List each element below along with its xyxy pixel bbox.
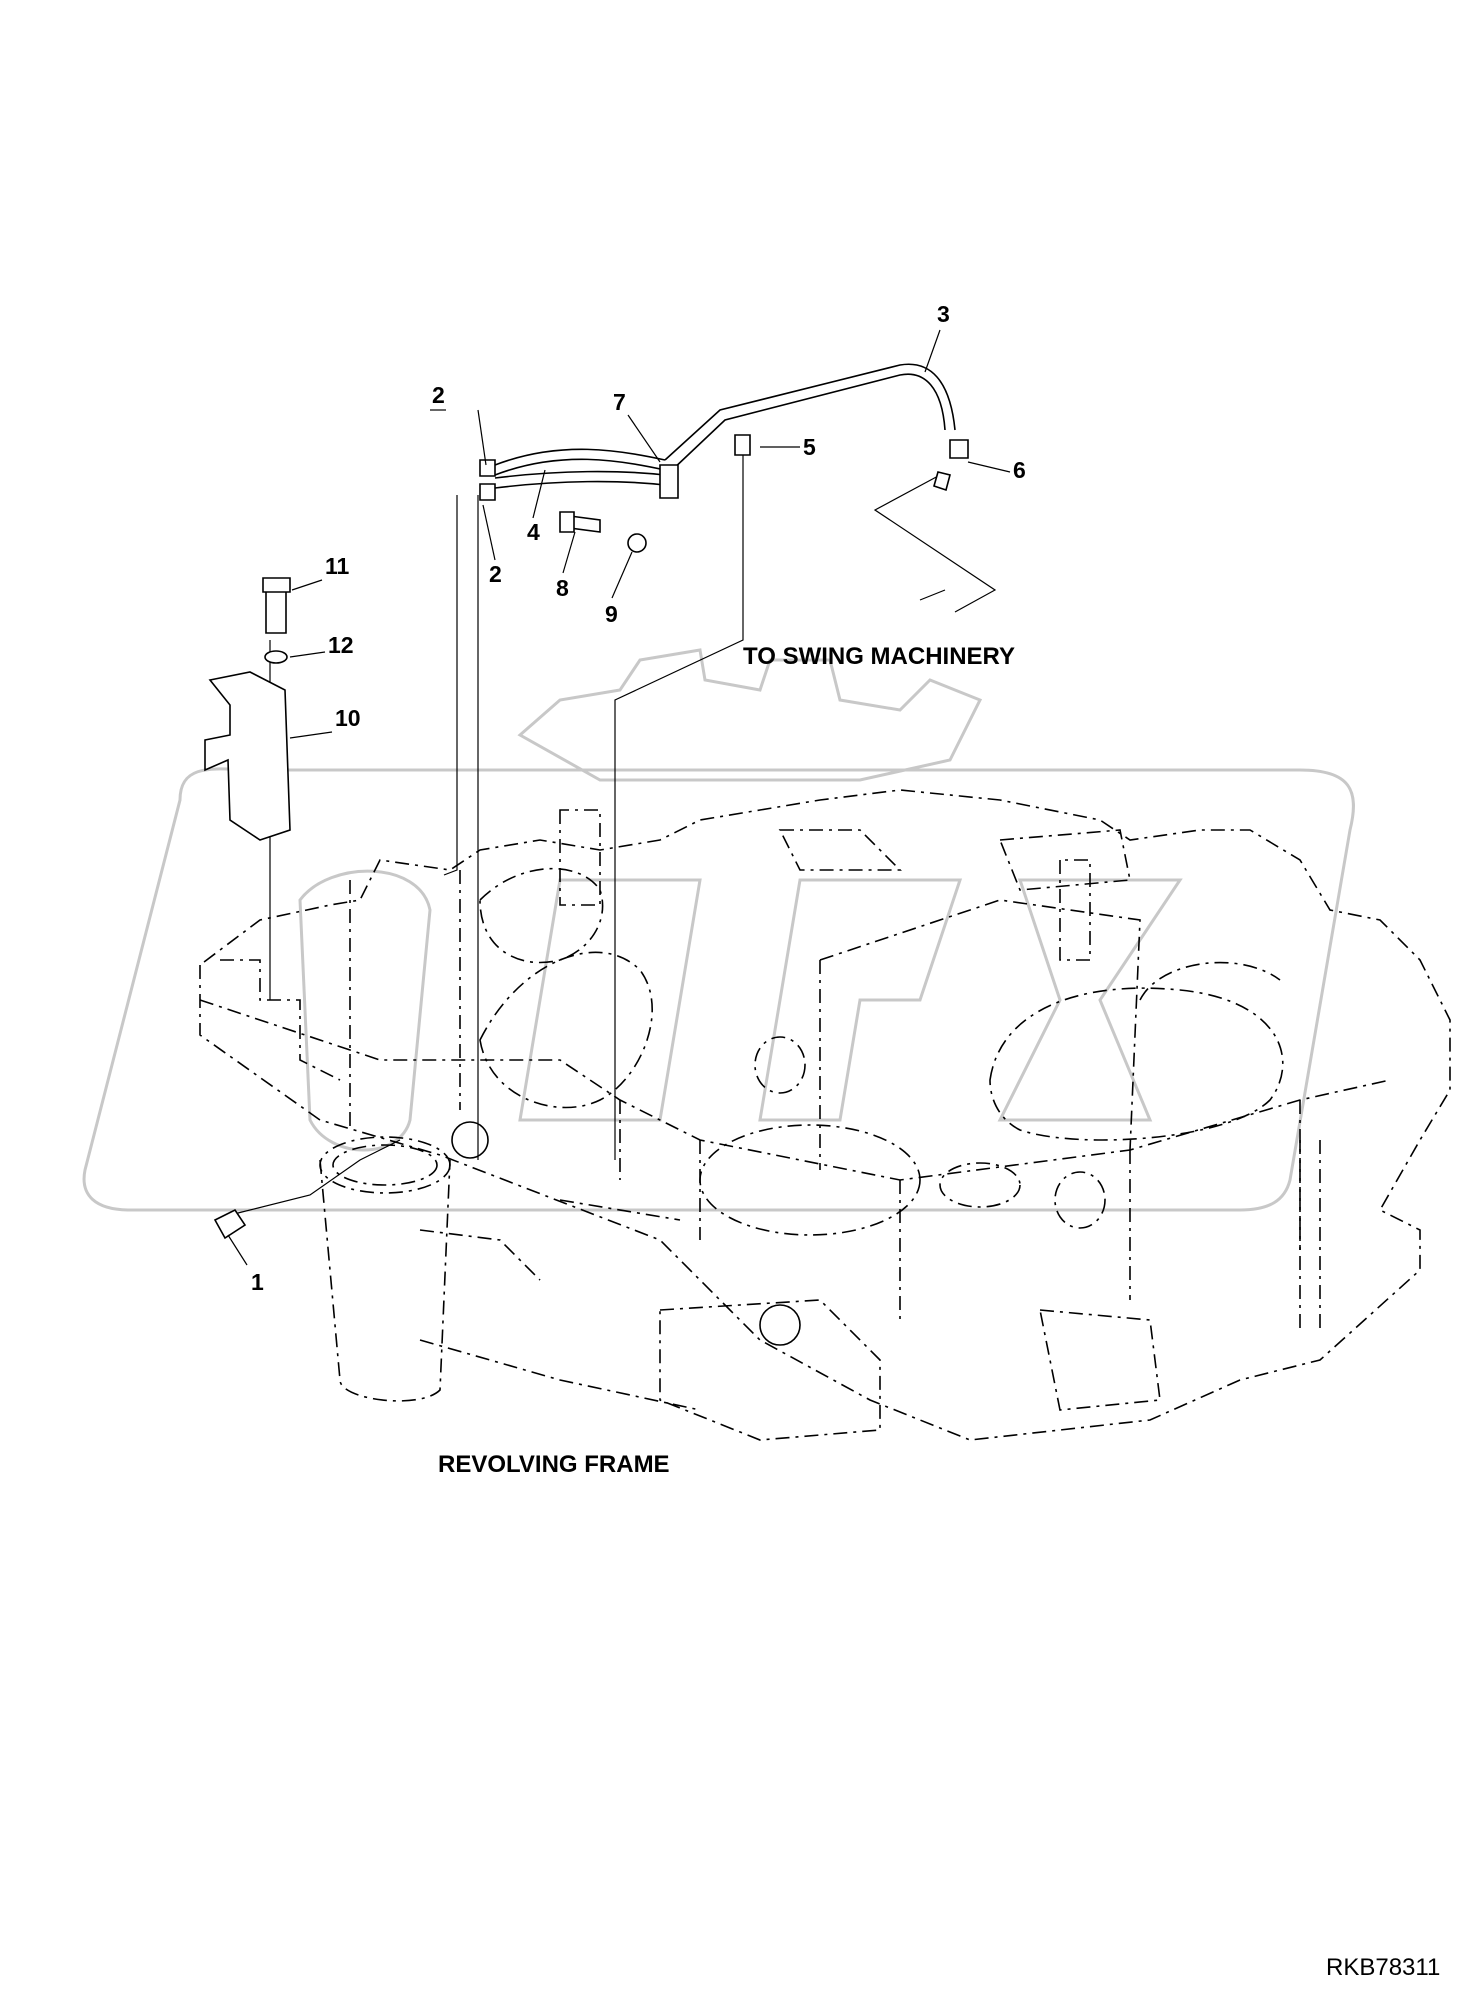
callout-labels: 1 2 2 3 4 5 6 7 8 9 10 11 12 xyxy=(227,301,1026,1295)
callout-7: 7 xyxy=(613,389,626,415)
callout-8: 8 xyxy=(556,575,569,601)
to-swing-machinery-label: TO SWING MACHINERY xyxy=(743,643,1015,670)
drawing-reference: RKB78311 xyxy=(1326,1954,1440,1981)
callout-5: 5 xyxy=(803,434,816,460)
hose-assembly xyxy=(204,363,969,1240)
revolving-frame-label: REVOLVING FRAME xyxy=(438,1451,670,1478)
callout-12: 12 xyxy=(328,632,354,658)
callout-2-upper: 2 xyxy=(432,382,445,408)
callout-2-lower: 2 xyxy=(489,561,502,587)
callout-10: 10 xyxy=(335,705,361,731)
callout-4: 4 xyxy=(527,519,540,545)
callout-6: 6 xyxy=(1013,457,1026,483)
callout-1: 1 xyxy=(251,1269,264,1295)
callout-3: 3 xyxy=(937,301,950,327)
revolving-frame-drawing xyxy=(199,789,1451,1441)
callout-11: 11 xyxy=(325,553,350,579)
callout-9: 9 xyxy=(605,601,618,627)
watermark-logo xyxy=(82,648,1355,1212)
